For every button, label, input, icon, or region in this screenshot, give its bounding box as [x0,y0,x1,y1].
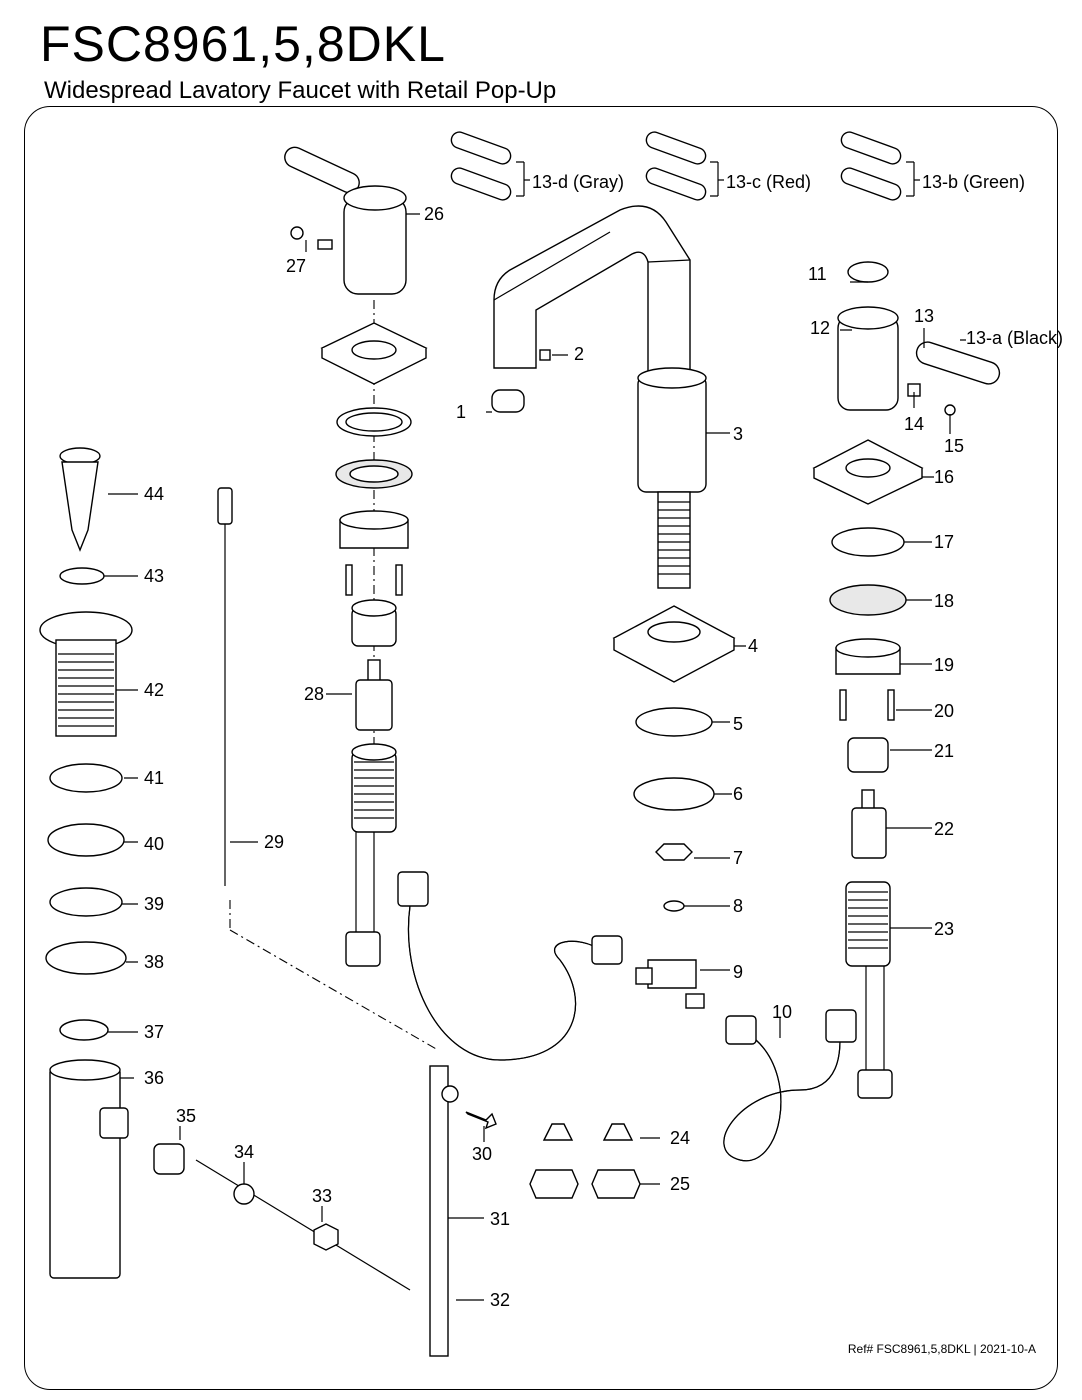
callout-labels: 1 2 3 4 5 6 7 8 9 10 11 12 13 13-a (Blac… [144,172,1063,1310]
callout-4: 4 [748,636,758,656]
callout-35: 35 [176,1106,196,1126]
callout-9: 9 [733,962,743,982]
callout-37: 37 [144,1022,164,1042]
pop-up-drain-assembly [39,447,497,1357]
callout-10: 10 [772,1002,792,1022]
callout-3: 3 [733,424,743,444]
callout-16: 16 [934,467,954,487]
callout-6: 6 [733,784,743,804]
callout-26: 26 [424,204,444,224]
callout-5: 5 [733,714,743,734]
callout-13d: 13-d (Gray) [532,172,624,192]
callout-13a: 13-a (Black) [966,328,1063,348]
diagram-title: FSC8961,5,8DKL [40,16,446,72]
compression-fittings [529,1123,641,1199]
callout-17: 17 [934,532,954,552]
callout-38: 38 [144,952,164,972]
callout-20: 20 [934,701,954,721]
callout-2: 2 [574,344,584,364]
spout-assembly [491,205,736,1009]
callout-36: 36 [144,1068,164,1088]
callout-34: 34 [234,1142,254,1162]
callout-28: 28 [304,684,324,704]
callout-31: 31 [490,1209,510,1229]
callout-32: 32 [490,1290,510,1310]
handle-set-green [840,131,920,201]
supply-hoses [397,871,857,1162]
left-valve-assembly [284,146,428,967]
callout-21: 21 [934,741,954,761]
callout-27: 27 [286,256,306,276]
callout-7: 7 [733,848,743,868]
callout-14: 14 [904,414,924,434]
callout-11: 11 [808,264,827,284]
callout-13b: 13-b (Green) [922,172,1025,192]
callout-33: 33 [312,1186,332,1206]
callout-30: 30 [472,1144,492,1164]
callout-12: 12 [810,318,830,338]
callout-41: 41 [144,768,164,788]
callout-43: 43 [144,566,164,586]
handle-set-gray [450,131,530,201]
callout-25: 25 [670,1174,690,1194]
callout-40: 40 [144,834,164,854]
callout-8: 8 [733,896,743,916]
diagram-frame [24,106,1058,1390]
callout-19: 19 [934,655,954,675]
diagram-subtitle: Widespread Lavatory Faucet with Retail P… [44,77,557,104]
callout-22: 22 [934,819,954,839]
callout-18: 18 [934,591,954,611]
callout-15: 15 [944,436,964,456]
callout-13c: 13-c (Red) [726,172,811,192]
leader-lines [104,213,966,1301]
handle-set-red [645,131,724,201]
callout-39: 39 [144,894,164,914]
callout-42: 42 [144,680,164,700]
callout-24: 24 [670,1128,690,1148]
right-valve-assembly [812,261,1001,1099]
callout-23: 23 [934,919,954,939]
callout-1: 1 [456,402,466,422]
callout-44: 44 [144,484,164,504]
callout-13: 13 [914,306,934,326]
callout-29: 29 [264,832,284,852]
reference-code: Ref# FSC8961,5,8DKL | 2021-10-A [847,1342,1036,1356]
